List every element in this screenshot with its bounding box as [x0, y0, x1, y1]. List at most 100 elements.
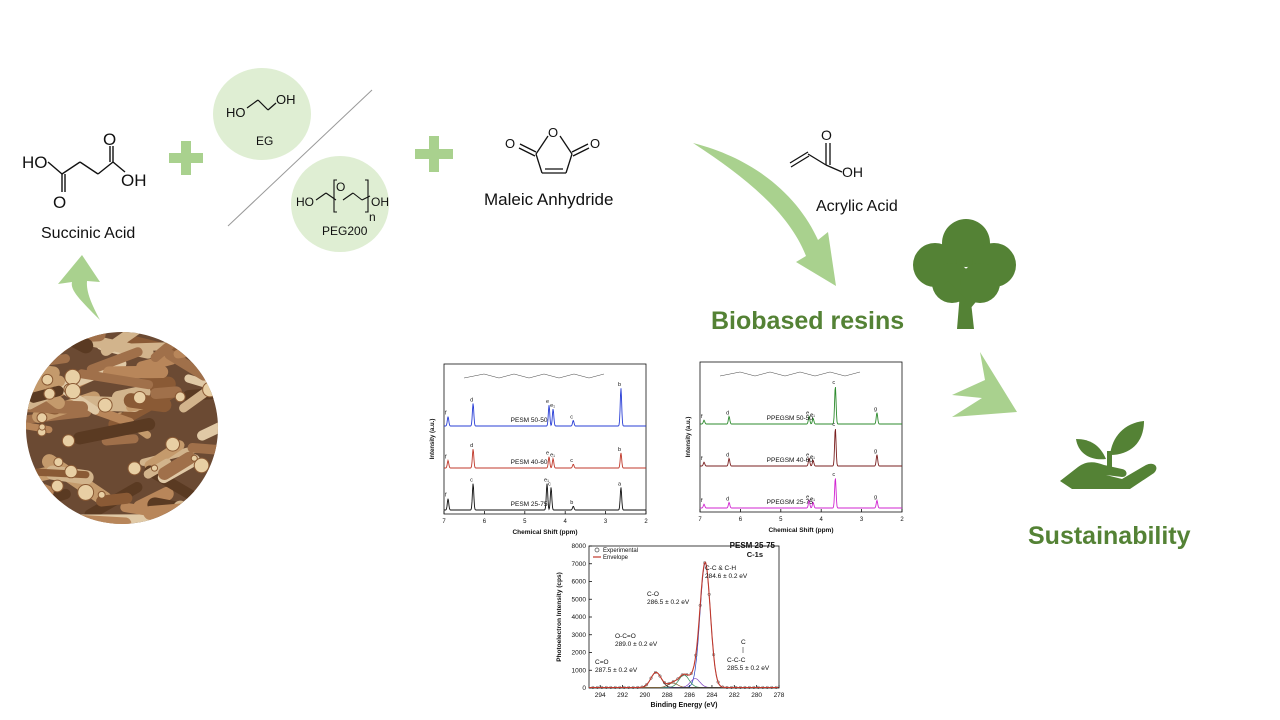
- y-tick-label: 6000: [572, 579, 587, 586]
- plot-frame: [699, 361, 903, 513]
- peg-oh: OH: [371, 195, 389, 209]
- x-axis-label: Binding Energy (eV): [651, 702, 718, 709]
- peg-structure: [315, 179, 371, 213]
- log-end: [209, 500, 218, 510]
- peak-label: g: [874, 407, 877, 413]
- spectrum-line: [444, 388, 646, 427]
- y-axis-label: Photoelectron Intensity (cps): [556, 572, 563, 662]
- x-tick-label: 2: [644, 519, 648, 525]
- x-tick-label: 280: [751, 692, 762, 699]
- x-tick-label: 292: [617, 692, 628, 699]
- peak-label: e: [806, 410, 809, 416]
- peak-label: c: [470, 478, 473, 484]
- experimental-point: [689, 671, 693, 676]
- experimental-point: [645, 683, 649, 687]
- log-end: [26, 360, 33, 371]
- log-end: [42, 332, 58, 340]
- log-end: [53, 457, 64, 468]
- log-end: [190, 454, 198, 462]
- peak-annotation-label: O-C=O: [615, 633, 636, 640]
- plus-icon-2: [415, 136, 453, 172]
- spectrum-name: PESM 40-60: [511, 459, 548, 466]
- legend-envelope: Envelope: [603, 555, 629, 561]
- peak-label: g: [874, 449, 877, 455]
- peak-label: f: [445, 493, 447, 499]
- component-curve: [589, 682, 779, 688]
- spectrum-line: [700, 429, 902, 467]
- x-tick-label: 286: [684, 692, 695, 699]
- peak-annotation-label: C-C & C-H: [705, 565, 736, 572]
- log: [173, 500, 218, 524]
- legend-marker-experimental: [594, 547, 600, 553]
- acrylic-o: O: [821, 127, 832, 143]
- peg-ho: HO: [296, 195, 314, 209]
- succinic-acid-label: Succinic Acid: [41, 225, 136, 242]
- log-end: [50, 479, 64, 493]
- log-end: [205, 478, 218, 495]
- spectrum-name: PPEGSM 25-75: [767, 499, 814, 506]
- peak-label: g: [874, 494, 877, 500]
- log: [86, 347, 143, 375]
- log: [197, 421, 218, 441]
- peak-label: f: [445, 411, 447, 417]
- sustainability-title: Sustainability: [1028, 522, 1191, 550]
- x-tick-label: 284: [707, 692, 718, 699]
- maleic-anhydride-structure: [518, 135, 590, 174]
- eg-label: EG: [256, 134, 274, 148]
- peg-n: n: [369, 210, 376, 224]
- peak-annotation-value: 284.6 ± 0.2 eV: [705, 573, 748, 580]
- spectrum-name: PPEGSM 50-50: [767, 415, 814, 422]
- maleic-o-left: O: [505, 136, 515, 151]
- up-curved-arrow: [58, 255, 100, 320]
- log: [187, 442, 218, 456]
- spectrum-name: PESM 25-75: [511, 501, 548, 508]
- log-end: [216, 332, 218, 337]
- hand-plant-icon: [1060, 421, 1157, 489]
- x-tick-label: 6: [739, 517, 743, 523]
- y-tick-label: 7000: [572, 561, 587, 568]
- log-end: [38, 423, 46, 431]
- maleic-o-right: O: [590, 136, 600, 151]
- peak-label: d: [726, 410, 729, 416]
- maleic-anhydride-label: Maleic Anhydride: [484, 190, 614, 209]
- log-end: [26, 515, 32, 524]
- peak-annotation-value: 285.5 ± 0.2 eV: [727, 665, 770, 672]
- peak-label: e: [806, 452, 809, 458]
- log-end: [64, 382, 82, 400]
- eg-circle: [213, 68, 311, 160]
- eg-ho: HO: [226, 105, 246, 120]
- y-tick-label: 5000: [572, 596, 587, 603]
- log-end: [43, 387, 56, 400]
- log-end: [97, 490, 106, 499]
- log-end: [61, 434, 75, 448]
- acrylic-acid-structure: [789, 143, 843, 173]
- structure-formula: [463, 373, 605, 379]
- experimental-point: [680, 673, 684, 677]
- peak-label: c: [832, 472, 835, 478]
- succinic-oh: OH: [121, 171, 147, 190]
- peak-annotation-label: C-C-C: [727, 657, 746, 664]
- peak-label: a: [618, 481, 622, 487]
- structure-formula: [719, 371, 861, 377]
- log: [26, 332, 58, 358]
- y-tick-label: 0: [582, 685, 586, 692]
- peak-label: f: [701, 498, 703, 504]
- log-end: [202, 381, 218, 398]
- log-end: [77, 484, 95, 501]
- log-end: [174, 391, 186, 403]
- log-end: [97, 397, 113, 413]
- x-tick-label: 282: [729, 692, 740, 699]
- peak-label: d: [470, 443, 473, 449]
- log: [73, 418, 156, 445]
- log-end: [133, 390, 147, 405]
- succinic-o-top: O: [103, 130, 116, 149]
- experimental-point: [649, 676, 653, 680]
- peak-label: e₁: [550, 453, 555, 459]
- peg-label: PEG200: [322, 224, 368, 238]
- peak-label: b: [618, 447, 621, 453]
- x-tick-label: 294: [595, 692, 606, 699]
- x-axis-label: Chemical Shift (ppm): [512, 529, 577, 536]
- log: [173, 342, 218, 359]
- eg-structure: [246, 99, 277, 111]
